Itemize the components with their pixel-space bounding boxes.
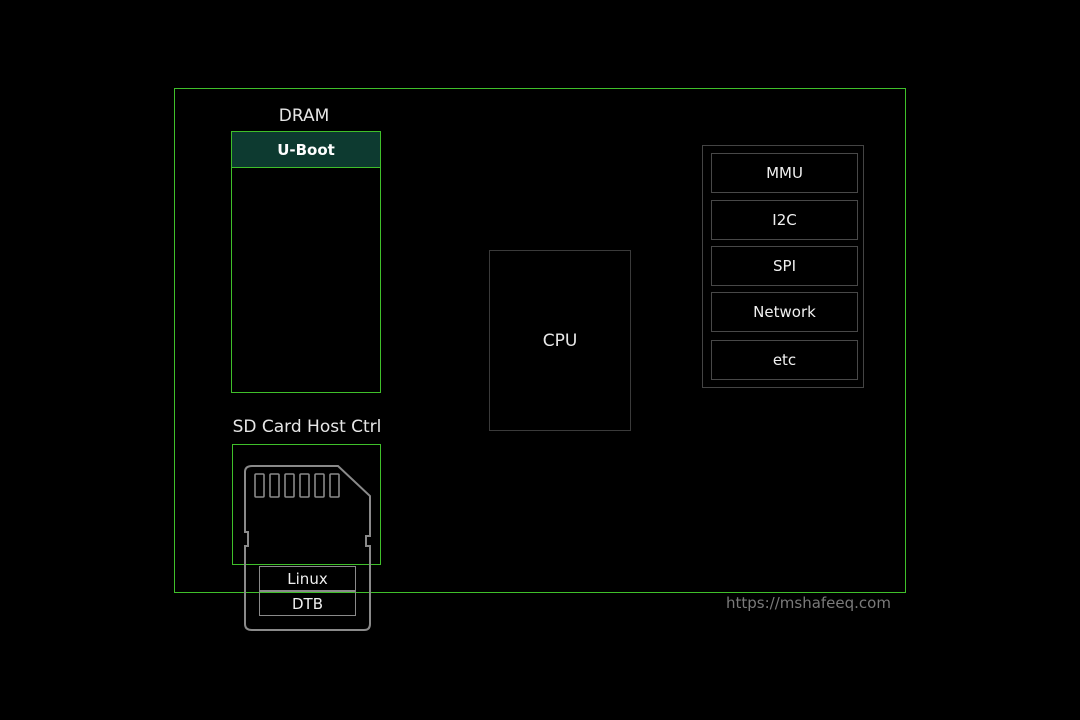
peripheral-i2c: I2C (711, 200, 858, 240)
peripheral-network: Network (711, 292, 858, 332)
peripheral-mmu: MMU (711, 153, 858, 193)
sd-host-controller (232, 444, 381, 565)
soc-board-outline (174, 88, 906, 593)
cpu-label: CPU (542, 330, 578, 351)
sd-partition-linux: Linux (259, 566, 356, 591)
sd-card-icon (244, 465, 371, 631)
source-url: https://mshafeeq.com (726, 594, 891, 612)
sd-partition-dtb: DTB (259, 591, 356, 616)
uboot-region: U-Boot (232, 132, 380, 168)
dram-label: DRAM (278, 106, 330, 126)
peripheral-spi: SPI (711, 246, 858, 286)
cpu-block: CPU (489, 250, 631, 431)
peripheral-etc: etc (711, 340, 858, 380)
dram-block (231, 131, 381, 393)
sd-host-label: SD Card Host Ctrl (232, 417, 382, 437)
peripherals-group (702, 145, 864, 388)
